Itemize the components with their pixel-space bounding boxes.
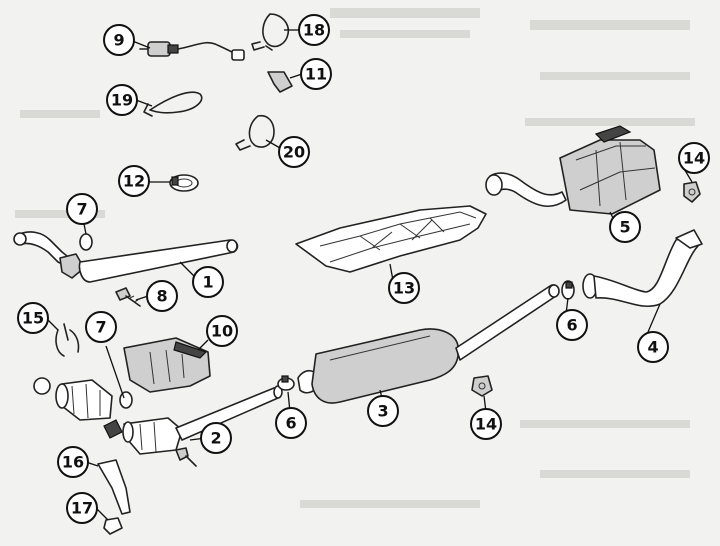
callout-4: 4 bbox=[637, 331, 669, 363]
callout-1: 1 bbox=[192, 266, 224, 298]
part-clamp-6b bbox=[277, 375, 295, 391]
part-catalytic-converter bbox=[33, 377, 123, 439]
callout-3: 3 bbox=[367, 395, 399, 427]
callout-15-label: 15 bbox=[22, 309, 44, 328]
callout-10: 10 bbox=[206, 315, 238, 347]
callout-18: 18 bbox=[298, 14, 330, 46]
callout-10-label: 10 bbox=[211, 322, 233, 341]
part-gasket-7b bbox=[119, 391, 133, 409]
callout-6a-label: 6 bbox=[566, 316, 577, 335]
callout-15: 15 bbox=[17, 302, 49, 334]
callout-13-label: 13 bbox=[393, 279, 415, 298]
callout-19-label: 19 bbox=[111, 91, 133, 110]
callout-3-label: 3 bbox=[377, 402, 388, 421]
callout-16-label: 16 bbox=[62, 453, 84, 472]
callout-14b-label: 14 bbox=[475, 415, 497, 434]
part-clamp-6a bbox=[561, 280, 575, 300]
part-bolt-lower bbox=[175, 447, 197, 467]
part-rubber-mount-14b bbox=[471, 375, 493, 397]
part-oxygen-sensor bbox=[139, 41, 245, 61]
callout-20: 20 bbox=[278, 136, 310, 168]
callout-18-label: 18 bbox=[303, 21, 325, 40]
callout-11-label: 11 bbox=[305, 65, 327, 84]
part-nut-17 bbox=[103, 517, 123, 535]
callout-19: 19 bbox=[106, 84, 138, 116]
part-hanger-15 bbox=[55, 323, 80, 357]
callout-12: 12 bbox=[118, 165, 150, 197]
part-intermediate-pipe bbox=[122, 385, 283, 455]
part-bracket-11 bbox=[267, 71, 293, 93]
part-front-pipe bbox=[13, 231, 239, 283]
callout-17: 17 bbox=[66, 492, 98, 524]
callout-20-label: 20 bbox=[283, 143, 305, 162]
part-bracket-16 bbox=[97, 459, 131, 515]
callout-4-label: 4 bbox=[647, 338, 658, 357]
callout-12-label: 12 bbox=[123, 172, 145, 191]
part-gasket-7a bbox=[79, 233, 93, 251]
part-bolt-8 bbox=[115, 287, 141, 307]
part-band-clamp-20 bbox=[235, 114, 275, 151]
callout-13: 13 bbox=[388, 272, 420, 304]
part-center-muffler bbox=[297, 284, 560, 404]
callout-11: 11 bbox=[300, 58, 332, 90]
part-rear-muffler bbox=[485, 125, 661, 215]
callout-6a: 6 bbox=[556, 309, 588, 341]
part-tail-pipe bbox=[582, 229, 703, 308]
callout-8-label: 8 bbox=[156, 287, 167, 306]
callout-2-label: 2 bbox=[210, 429, 221, 448]
callout-17-label: 17 bbox=[71, 499, 93, 518]
callout-6b: 6 bbox=[275, 407, 307, 439]
callout-8: 8 bbox=[146, 280, 178, 312]
callout-7a-label: 7 bbox=[76, 200, 87, 219]
part-heat-shield bbox=[295, 205, 487, 273]
callout-5-label: 5 bbox=[619, 218, 630, 237]
callout-6b-label: 6 bbox=[285, 414, 296, 433]
callout-7a: 7 bbox=[66, 193, 98, 225]
callout-7b: 7 bbox=[85, 311, 117, 343]
callout-14a: 14 bbox=[678, 142, 710, 174]
callout-7b-label: 7 bbox=[95, 318, 106, 337]
part-strap-19 bbox=[143, 91, 203, 117]
callout-9-label: 9 bbox=[113, 31, 124, 50]
part-band-clamp-18 bbox=[251, 13, 290, 51]
part-rubber-mount-14a bbox=[683, 181, 701, 203]
part-clamp-ring-12 bbox=[169, 174, 199, 192]
callout-16: 16 bbox=[57, 446, 89, 478]
callout-9: 9 bbox=[103, 24, 135, 56]
callout-5: 5 bbox=[609, 211, 641, 243]
callout-14b: 14 bbox=[470, 408, 502, 440]
callout-14a-label: 14 bbox=[683, 149, 705, 168]
callout-1-label: 1 bbox=[202, 273, 213, 292]
part-heat-shield-small bbox=[123, 337, 211, 393]
callout-2: 2 bbox=[200, 422, 232, 454]
background-texture bbox=[15, 8, 695, 508]
